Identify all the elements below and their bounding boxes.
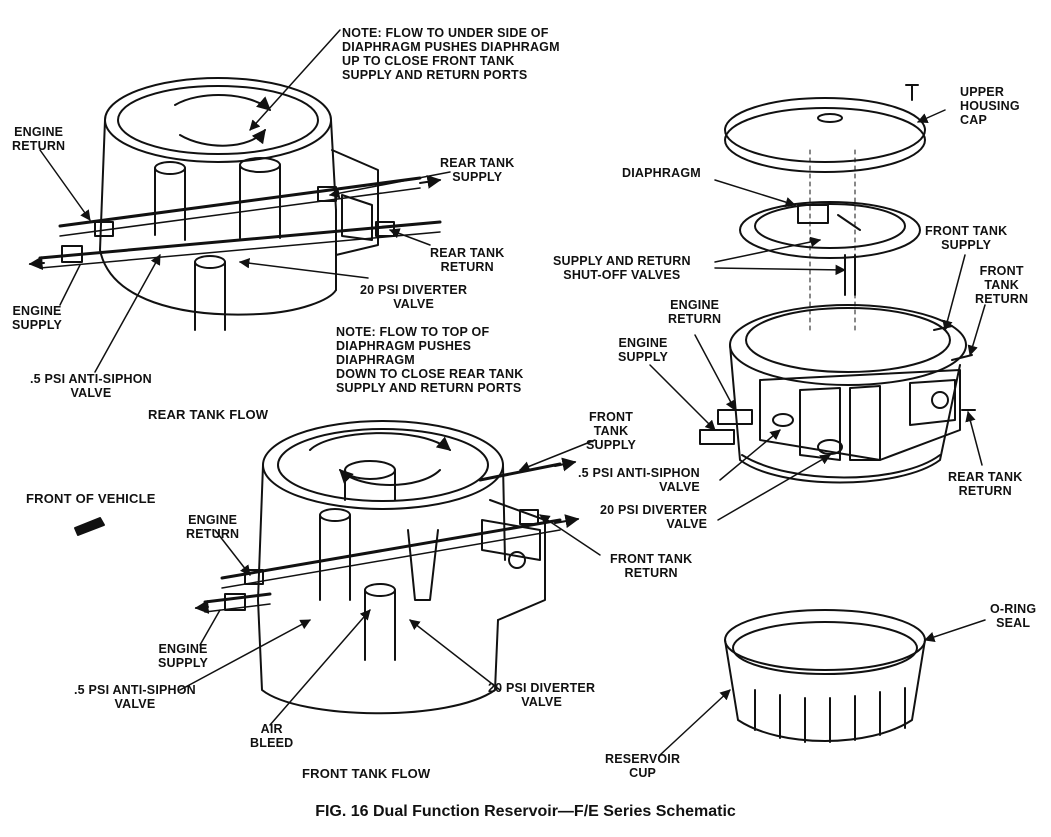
ex-rear-tank-return-label: REAR TANK RETURN [948,470,1023,498]
front-flow-note: NOTE: FLOW TO TOP OF DIAPHRAGM PUSHES DI… [336,325,524,395]
front-of-vehicle-arrow [74,517,105,536]
rear-engine-supply-label: ENGINE SUPPLY [12,304,63,332]
ex-engine-supply-label: ENGINE SUPPLY [618,336,669,364]
ex-diverter-valve-label: 20 PSI DIVERTER VALVE [600,503,708,531]
front-engine-supply-label: ENGINE SUPPLY [158,642,209,670]
rear-anti-siphon-label: .5 PSI ANTI-SIPHON VALVE [30,372,152,400]
rear-tank-return-label: REAR TANK RETURN [430,246,505,274]
ex-front-tank-return-label: FRONT TANK RETURN [975,264,1029,306]
shutoff-valves-label: SUPPLY AND RETURN SHUT-OFF VALVES [553,254,691,282]
rear-tank-flow-assembly [28,77,442,331]
front-tank-flow-assembly [194,420,580,715]
rear-diverter-valve-label: 20 PSI DIVERTER VALVE [360,283,468,311]
rear-tank-flow-title: REAR TANK FLOW [148,407,269,422]
front-anti-siphon-label: .5 PSI ANTI-SIPHON VALVE [74,683,196,711]
front-tank-return-label: FRONT TANK RETURN [610,552,693,580]
ex-anti-siphon-label: .5 PSI ANTI-SIPHON VALVE [578,466,700,494]
upper-housing-cap-label: UPPER HOUSING CAP [960,85,1020,127]
air-bleed-label: AIR BLEED [250,722,294,750]
leader-lines [39,29,986,756]
exploded-view [699,84,976,743]
rear-tank-supply-label: REAR TANK SUPPLY [440,156,515,184]
figure-caption: FIG. 16 Dual Function Reservoir—F/E Seri… [315,803,736,820]
front-tank-supply-label: FRONT TANK SUPPLY [586,410,637,452]
diaphragm-label: DIAPHRAGM [622,166,701,180]
ex-front-tank-supply-label: FRONT TANK SUPPLY [925,224,1008,252]
oring-seal-label: O-RING SEAL [990,602,1037,630]
ex-engine-return-label: ENGINE RETURN [668,298,722,326]
rear-flow-note: NOTE: FLOW TO UNDER SIDE OF DIAPHRAGM PU… [342,26,560,82]
front-diverter-valve-label: 20 PSI DIVERTER VALVE [488,681,596,709]
front-engine-return-label: ENGINE RETURN [186,513,240,541]
front-tank-flow-title: FRONT TANK FLOW [302,766,431,781]
front-of-vehicle-label: FRONT OF VEHICLE [26,491,156,506]
reservoir-cup-label: RESERVOIR CUP [605,752,681,780]
rear-engine-return-label: ENGINE RETURN [12,125,66,153]
